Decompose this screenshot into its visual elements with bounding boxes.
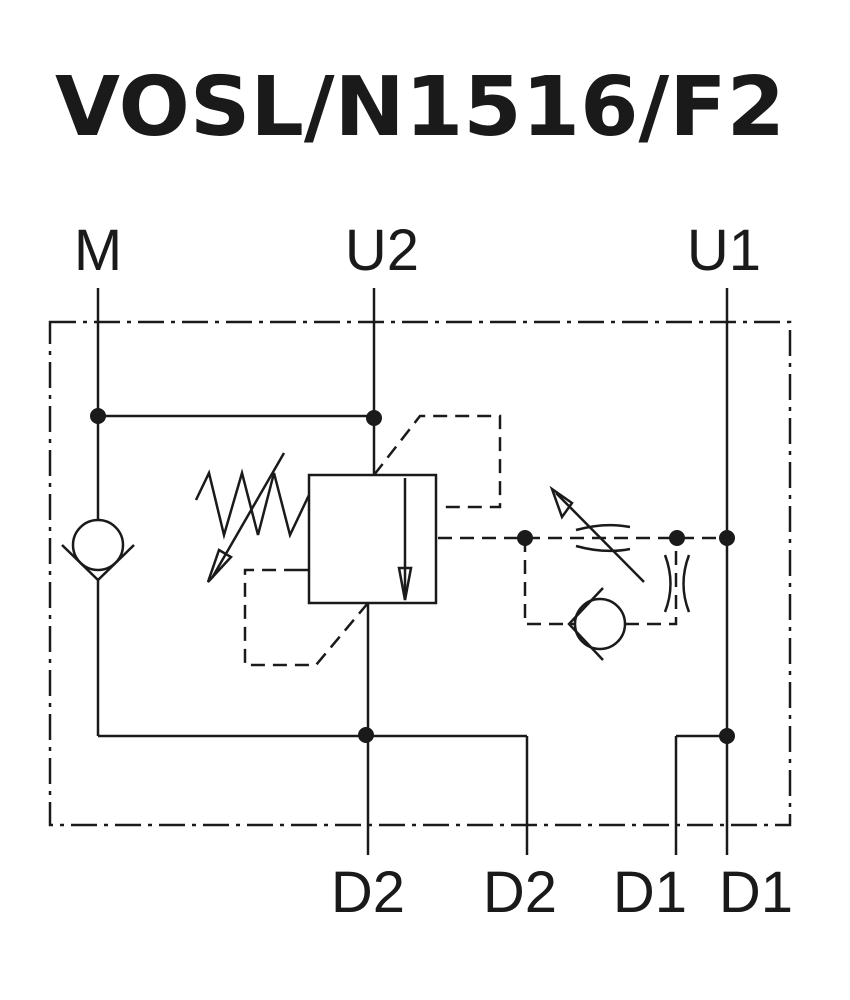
- port-label-d2-left: D2: [331, 860, 405, 925]
- port-label-m: M: [74, 218, 122, 283]
- port-label-d1-right: D1: [719, 860, 793, 925]
- junction-dot: [90, 408, 106, 424]
- pressure-relief-valve-icon: [292, 473, 438, 605]
- check-valve-icon: [567, 587, 627, 661]
- pilot-lines: [243, 414, 727, 667]
- check-valve-icon: [61, 518, 135, 582]
- junction-dots: [90, 408, 735, 744]
- junction-dot: [719, 728, 735, 744]
- port-label-d1-left: D1: [613, 860, 687, 925]
- junction-dot: [366, 410, 382, 426]
- port-label-d2-right: D2: [483, 860, 557, 925]
- adjustable-spring-icon: [194, 452, 311, 583]
- junction-dot: [358, 727, 374, 743]
- adjustable-throttle-icon: [549, 485, 691, 613]
- valve-body-outline: [48, 320, 792, 827]
- port-label-u2: U2: [345, 218, 419, 283]
- diagram-title: VOSL/N1516/F2: [55, 60, 785, 155]
- port-label-u1: U1: [687, 218, 761, 283]
- main-lines: [96, 288, 729, 855]
